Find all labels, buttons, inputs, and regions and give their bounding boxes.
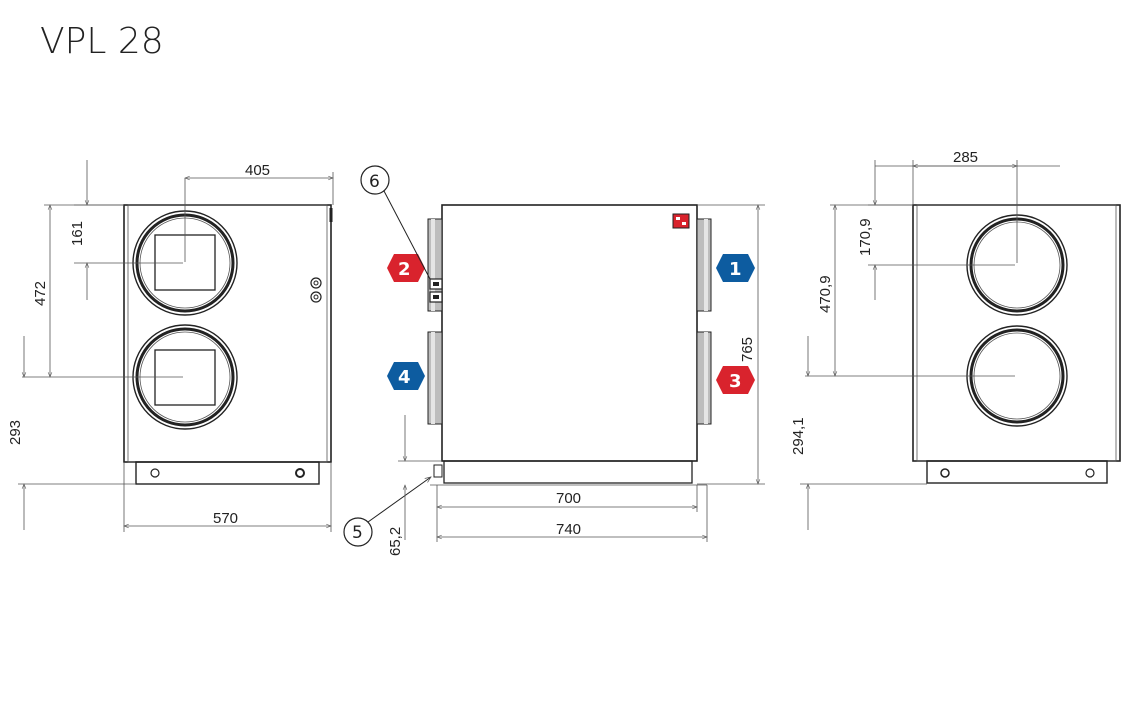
side-base [443,460,693,484]
connector-icon [429,278,443,303]
svg-text:2: 2 [398,259,411,280]
side-housing [441,204,698,462]
badge-1: 1 [716,254,755,282]
side-view: 2 4 1 3 6 5 765 6 [343,165,765,556]
dim-side-765: 765 [739,337,756,362]
dim-front-570: 570 [213,510,238,527]
svg-text:1: 1 [729,259,742,280]
rear-base [926,460,1108,484]
control-box-icon [672,213,690,229]
dim-front-293: 293 [7,420,24,445]
badge-2: 2 [387,254,425,282]
badge-3: 3 [716,366,755,394]
dim-front-472: 472 [32,281,49,306]
dim-front-405: 405 [245,162,270,179]
front-base [135,461,320,485]
front-view: 405 161 472 293 570 [7,160,334,532]
dim-rear-294-1: 294,1 [790,417,807,455]
cable-gland-icon [310,277,322,303]
dim-side-65-2: 65,2 [387,527,404,556]
svg-text:5: 5 [352,523,363,543]
dim-rear-285: 285 [953,149,978,166]
product-title: VPL 28 [40,21,164,62]
badge-4: 4 [387,362,425,390]
callout-6: 6 [360,165,431,280]
dim-side-740: 740 [556,521,581,538]
dim-front-161: 161 [69,221,86,246]
svg-text:6: 6 [369,172,380,192]
svg-text:4: 4 [398,367,411,388]
dim-rear-470-9: 470,9 [817,275,834,313]
svg-text:3: 3 [729,371,742,392]
callout-5: 5 [343,476,432,547]
dim-rear-170-9: 170,9 [857,218,874,256]
front-port-lower [132,324,238,430]
rear-view: 285 170,9 470,9 294,1 [790,149,1121,530]
dim-side-700: 700 [556,490,581,507]
